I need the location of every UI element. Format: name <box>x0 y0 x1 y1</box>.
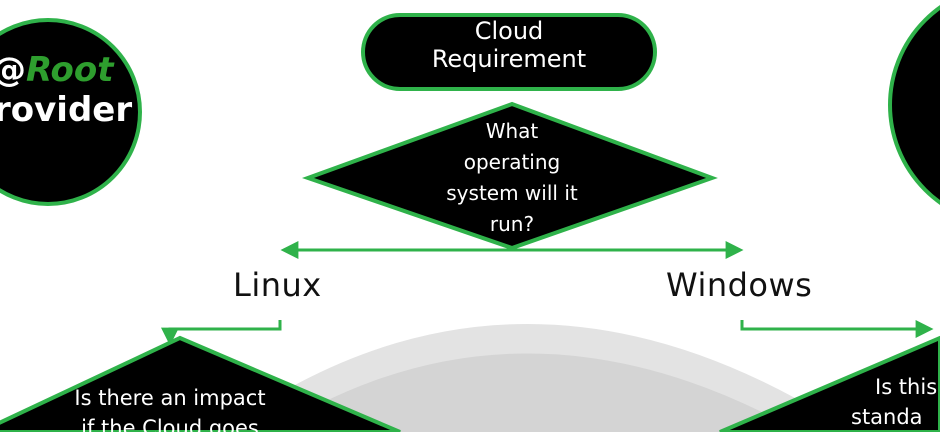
linux-connector <box>161 320 282 346</box>
logo-accent: Root <box>26 50 114 90</box>
branch-label-windows: Windows <box>666 266 813 304</box>
flowchart-svg <box>0 5 940 444</box>
windows-connector <box>740 320 934 338</box>
decision-windows-line2: standa <box>851 405 923 430</box>
decision-windows-line1: Is this <box>875 375 938 399</box>
decision-os-diamond <box>301 101 718 251</box>
logo-text: @Root rovider <box>0 50 140 130</box>
decision-os-line3: system will it <box>446 181 578 205</box>
logo-prefix: @ <box>0 50 26 90</box>
start-node-line1: Cloud <box>474 17 544 45</box>
decision-os-text: What operating system will it run? <box>412 116 612 240</box>
decision-os-line4: run? <box>489 212 535 236</box>
start-node-line2: Requirement <box>431 45 587 74</box>
right-edge-circle <box>888 5 940 205</box>
background-arc-inner <box>270 353 800 432</box>
background-arc <box>240 324 829 444</box>
decision-linux-line1: Is there an impact <box>74 386 266 410</box>
start-node-text: Cloud Requirement <box>363 17 655 74</box>
flowchart-canvas: @Root rovider Cloud Requirement What ope… <box>0 5 940 444</box>
decision-linux-text: Is there an impact if the Cloud goes <box>40 383 300 444</box>
decision-os-line2: operating <box>463 150 561 174</box>
decision-linux-line2: if the Cloud goes <box>81 416 259 441</box>
start-node-shape <box>361 13 657 91</box>
decision-windows-text: Is this standa <box>845 372 940 433</box>
branch-label-linux: Linux <box>233 266 322 304</box>
logo-circle <box>0 18 142 206</box>
logo-line2: rovider <box>0 90 133 130</box>
decision-os-line1: What <box>485 119 539 143</box>
